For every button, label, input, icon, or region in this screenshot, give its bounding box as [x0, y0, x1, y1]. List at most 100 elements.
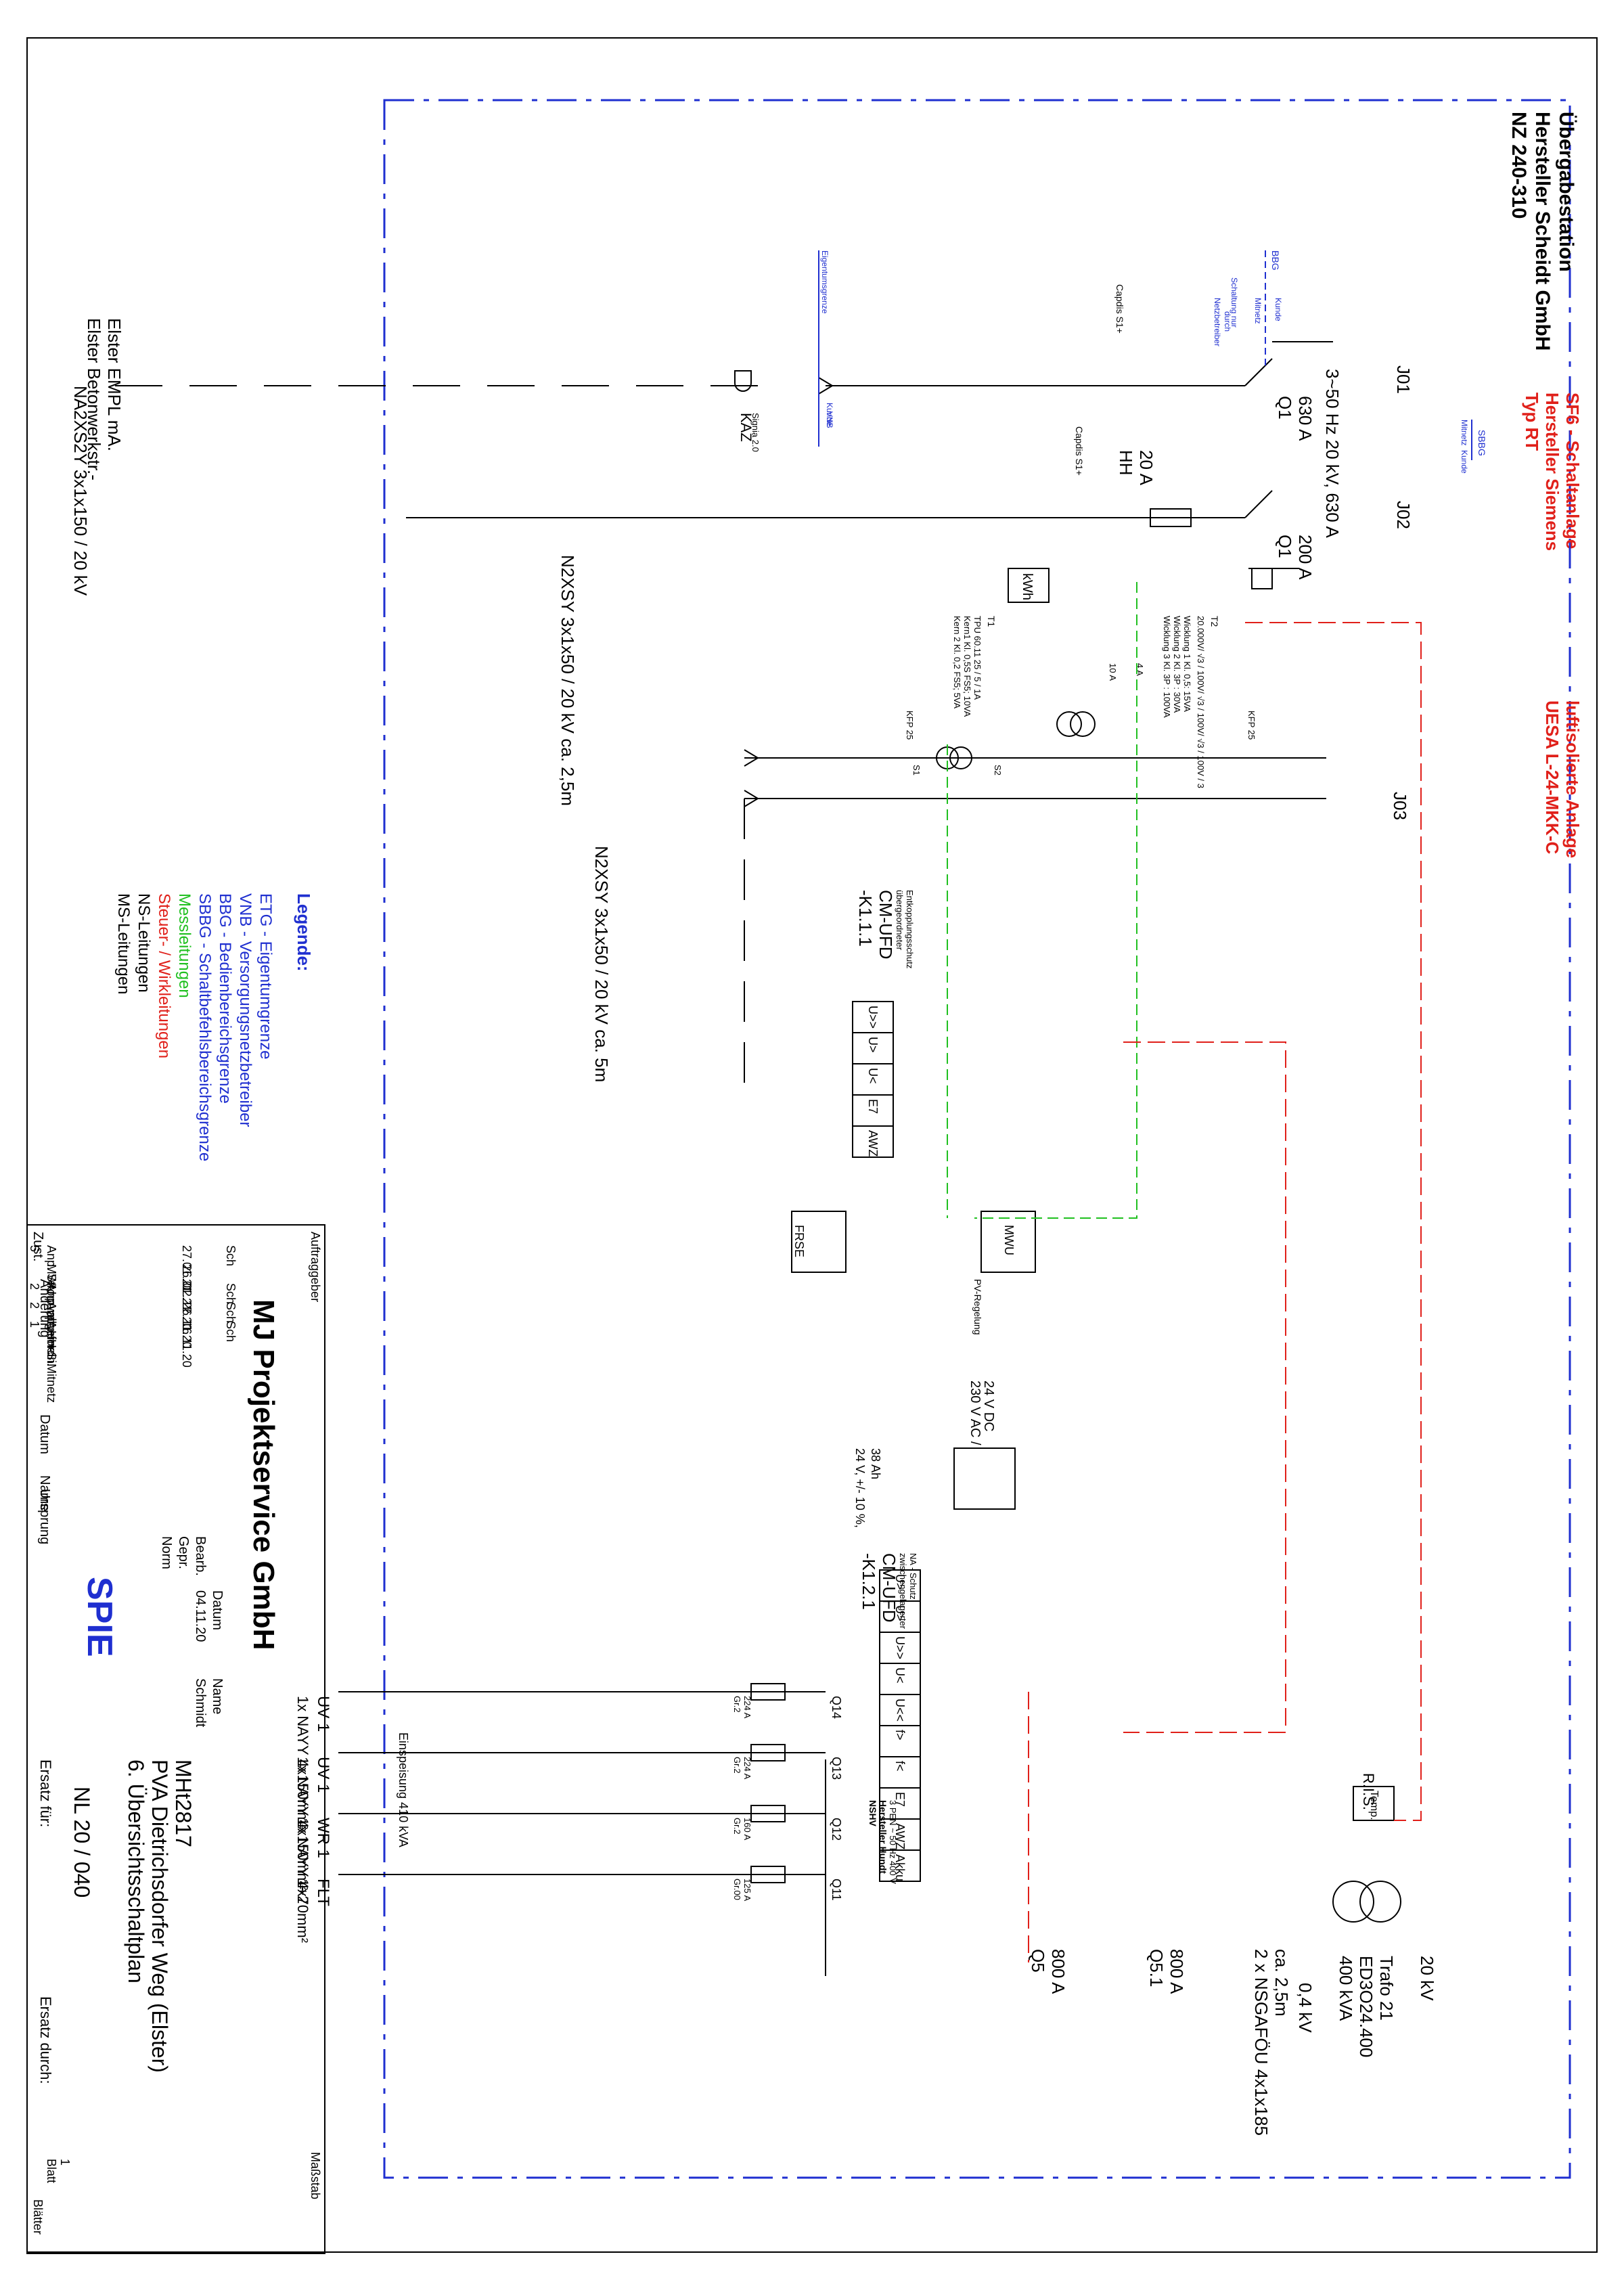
q1-200-rating: 200 A: [1295, 535, 1315, 580]
mwu-box: [980, 1211, 1036, 1273]
mv-cable-2: N2XSY 3x1x50 / 20 kV ca. 5m: [591, 846, 612, 1082]
title-block: Auftraggeber MJ Projektservice GmbH Maßs…: [26, 1224, 325, 2254]
q1-200-switch: [1244, 490, 1273, 518]
measurement-line: [974, 582, 1137, 1219]
q1-200-label: Q1: [1275, 535, 1295, 558]
revision-zust: 1: [28, 1321, 41, 1328]
einspeisung: Einspeisung 410 kVA: [397, 1732, 410, 1847]
k111-cell-label: AWZ: [866, 1130, 880, 1157]
sbbg-mitnetz: Mitnetz: [1460, 420, 1469, 446]
revision-text: Anp. allgemein: [45, 1283, 58, 1364]
t1-line3: Kern 2 Kl. 0,2 FS5; 5VA: [952, 616, 962, 709]
drawing-title: 6. Übersichtsschaltplan: [124, 1759, 148, 1983]
kfp-a: KFP 25: [1246, 711, 1257, 740]
cable-end-j01: [818, 377, 834, 395]
hdr-datum: Datum: [37, 1414, 52, 1454]
busbar-rating: 3~50 Hz 20 kV, 630 A: [1322, 369, 1343, 539]
bearb-name: Schmidt: [193, 1678, 208, 1728]
lv-feeder-fuse: 125 A: [742, 1879, 752, 1902]
k121-desc2: NA - Schutz: [908, 1553, 918, 1600]
k121-type: CM-UFD: [879, 1553, 899, 1623]
t2-label: T2: [1209, 616, 1220, 627]
sf6-title-1: SF6 - Schaltanlage: [1562, 392, 1583, 549]
revision-date: 02.12.20: [180, 1283, 194, 1330]
bbg-mitnetz: Mitnetz: [1253, 298, 1263, 324]
air-title-2: UESA L-24-MKK-C: [1542, 700, 1562, 854]
q1-630-switch: [1244, 358, 1273, 386]
kaz-sub: Signia 2.0: [750, 413, 761, 452]
q1-630-rating: 630 A: [1295, 396, 1315, 441]
k111-type: CM-UFD: [876, 890, 896, 960]
blatt-no: 1: [58, 2159, 72, 2165]
spie-logo: SPIE: [80, 1577, 119, 1657]
lv-feeder-fuse: 224 A: [742, 1757, 752, 1780]
converter-box: [953, 1447, 1016, 1510]
sbbg-label: SBBG: [1476, 430, 1487, 456]
lv-feeder-name: WR 1: [314, 1818, 332, 1858]
schaltung-1: Schaltung nur: [1230, 277, 1239, 328]
k121-id: -K1.2.1: [859, 1553, 879, 1610]
batt-1: 24 V, +/- 10 %,: [853, 1448, 867, 1528]
temp-label: Temp.: [1368, 1791, 1380, 1820]
blatt-label: Blatt: [45, 2159, 58, 2183]
revision-date: 16.11.20: [180, 1321, 194, 1368]
lv-feeder-gr: Gr.2: [732, 1696, 742, 1713]
k121-cell-label: U>>: [893, 1636, 907, 1659]
blaetter-label: Blätter: [31, 2199, 45, 2235]
bbg-label: BBG: [1270, 250, 1281, 271]
revision-date: 26.11.20: [180, 1302, 194, 1349]
lv-feeder-fuse: [750, 1683, 786, 1701]
lv-feeder-fuse: [750, 1744, 786, 1761]
revision-zust: 5: [28, 1245, 41, 1252]
nshv-2: Hersteller Hundt: [878, 1800, 888, 1874]
revision-name: Sch: [224, 1302, 238, 1323]
sf6-title-3: Typ RT: [1522, 392, 1542, 451]
revision-name: Sch: [224, 1245, 238, 1266]
sheet-no: NL 20 / 040: [70, 1787, 94, 1898]
feeder-cable: NA2XS2Y 3x1x150 / 20 kV: [70, 386, 91, 596]
lv-feeder-cable: 1x NAYY 4x150mm²: [294, 1757, 311, 1890]
k121-cell-label: f<: [893, 1761, 907, 1772]
lv-feeder-cable: 1x NAYY 4x150mm²: [294, 1696, 311, 1829]
panel-j03: J03: [1390, 792, 1410, 820]
k111-cell-label: E7: [866, 1099, 880, 1114]
nshv-3: 3 PEN ~ 50 Hz 400 V: [888, 1800, 898, 1884]
panel-j01: J01: [1393, 365, 1414, 394]
k121-cell-label: U<<: [893, 1699, 907, 1722]
legend-steuer: Steuer- / Wirkleitungen: [155, 893, 173, 1058]
k121-cell-label: Akku: [893, 1854, 907, 1881]
frse-label: FRSE: [792, 1225, 806, 1257]
station-boundary: [383, 99, 1571, 2179]
lv-feeder-name: FLT: [314, 1879, 332, 1906]
mv-cable-1: N2XSY 3x1x50 / 20 kV ca. 2,5m: [558, 555, 578, 806]
project-name: PVA Dietrichsdorfer Weg (Elster): [148, 1759, 172, 2073]
hh-fuse: [1150, 508, 1192, 527]
feeder-name-2: Elster EMPL mA.: [104, 318, 125, 451]
revision-name: Sch: [224, 1321, 238, 1342]
lv-feeder-fuse: 160 A: [742, 1818, 752, 1841]
lv-cable-1: 2 x NSGAFÖU 4x1x185: [1251, 1949, 1271, 2136]
name-hdr: Name: [210, 1678, 225, 1714]
sbbg-kunde: Kunde: [1460, 450, 1469, 474]
t1-line1: TPU 60.11 25 / 5 / 1A: [972, 616, 983, 700]
lv-feeder-cable: 1+2: [294, 1879, 311, 1904]
q51-rating: 800 A: [1167, 1949, 1187, 1994]
fuse-10a: 10 A: [1108, 663, 1118, 681]
auftraggeber-label: Auftraggeber: [309, 1232, 322, 1302]
norm-label: Norm: [159, 1536, 174, 1569]
kfp-b: KFP 25: [905, 711, 915, 740]
k111-desc2: Entkopplungsschutz: [905, 890, 915, 968]
lv-feeder-fuse: [750, 1805, 786, 1822]
vt-coil-a: [1070, 711, 1096, 737]
schaltung-3: Netzbetreiber: [1213, 298, 1222, 346]
legend-sbbg: SBBG - Schaltbefehlsbereichsgrenze: [196, 893, 214, 1161]
t1-label: T1: [986, 616, 997, 627]
legend: Legende: ETG - Eigentumgrenze VNB - Vers…: [114, 893, 314, 1161]
lv-feeder-id: Q12: [830, 1818, 843, 1841]
k121-cell-label: AWZ: [893, 1823, 907, 1849]
k121-desc1: zwischengelagerter: [898, 1553, 908, 1630]
gepr-label: Gepr.: [176, 1536, 191, 1569]
trafo-hv-coil: [1359, 1881, 1401, 1923]
